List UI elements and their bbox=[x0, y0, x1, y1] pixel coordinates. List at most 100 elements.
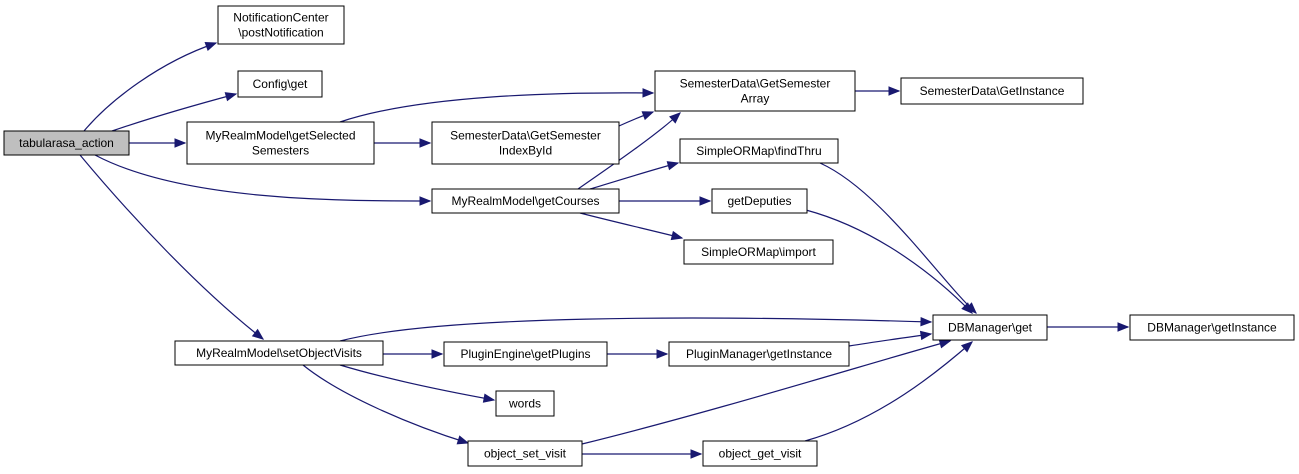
node-label: object_get_visit bbox=[719, 447, 802, 461]
node-myrealm-setobjectvisits[interactable]: MyRealmModel\setObjectVisits bbox=[174, 340, 384, 366]
call-edge-MyRealm_setObjectVisits-to-DBManager_get bbox=[339, 316, 933, 342]
node-words[interactable]: words bbox=[495, 390, 555, 417]
call-edge-tabularasa_action-to-NotificationCenter_post bbox=[83, 42, 218, 132]
arrowhead-icon bbox=[431, 349, 444, 359]
arrowhead-icon bbox=[888, 86, 901, 96]
call-edge-MyRealm_getCourses-to-getDeputies bbox=[619, 196, 712, 206]
node-box bbox=[495, 390, 555, 417]
node-object-get-visit[interactable]: object_get_visit bbox=[702, 440, 818, 467]
node-box bbox=[443, 341, 608, 367]
edge-line bbox=[94, 154, 431, 202]
node-dbmanager-get[interactable]: DBManager\get bbox=[932, 314, 1048, 341]
edge-line bbox=[819, 162, 977, 314]
call-edge-MyRealm_getSelectedSemesters-to-SemesterData_GetSemesterIndexById bbox=[374, 138, 432, 148]
edge-line bbox=[339, 317, 932, 342]
call-edge-MyRealm_setObjectVisits-to-words bbox=[339, 364, 496, 403]
edge-line bbox=[339, 92, 654, 123]
call-edge-object_set_visit-to-object_get_visit bbox=[582, 449, 703, 459]
arrowhead-icon bbox=[419, 196, 432, 206]
edge-line bbox=[79, 154, 264, 340]
arrowhead-icon bbox=[1117, 322, 1130, 332]
arrowhead-icon bbox=[656, 349, 669, 359]
edge-line bbox=[579, 212, 683, 239]
arrowhead-icon bbox=[690, 449, 703, 459]
call-edge-DBManager_get-to-DBManager_getInstance bbox=[1047, 322, 1130, 332]
node-label: object_set_visit bbox=[484, 447, 567, 461]
node-label: DBManager\get bbox=[948, 321, 1033, 335]
node-label: PluginEngine\getPlugins bbox=[460, 347, 590, 361]
node-label: MyRealmModel\getSelected bbox=[205, 129, 355, 143]
node-box bbox=[679, 138, 839, 164]
node-box bbox=[237, 70, 323, 98]
node-label: Config\get bbox=[253, 77, 308, 91]
call-edge-PluginManager_getInstance-to-DBManager_get bbox=[848, 330, 933, 347]
node-label: tabularasa_action bbox=[19, 136, 114, 150]
node-pluginmanager-getinstance[interactable]: PluginManager\getInstance bbox=[668, 341, 850, 367]
arrowhead-icon bbox=[961, 302, 973, 314]
node-box bbox=[654, 70, 856, 112]
edge-line bbox=[83, 42, 217, 132]
arrowhead-icon bbox=[669, 112, 681, 124]
call-edge-SimpleORMap_findThru-to-DBManager_get bbox=[819, 162, 977, 314]
node-box bbox=[900, 77, 1084, 105]
node-label: SemesterData\GetInstance bbox=[920, 84, 1065, 98]
call-edge-SemesterData_GetSemesterIndexById-to-SemesterData_GetSemesterArray bbox=[618, 111, 655, 127]
node-object-set-visit[interactable]: object_set_visit bbox=[467, 440, 583, 467]
node-label: DBManager\getInstance bbox=[1147, 321, 1277, 335]
call-edge-MyRealm_getCourses-to-SimpleORMap_import bbox=[579, 212, 684, 241]
node-notificationcenter-post[interactable]: NotificationCenter\postNotification bbox=[217, 5, 345, 45]
node-simpleormap-findthru[interactable]: SimpleORMap\findThru bbox=[679, 138, 839, 164]
node-box bbox=[1129, 314, 1295, 341]
arrowhead-icon bbox=[456, 435, 470, 445]
node-box bbox=[3, 130, 130, 156]
edge-line bbox=[111, 93, 237, 132]
call-edge-tabularasa_action-to-Config_get bbox=[111, 92, 238, 132]
node-label: \postNotification bbox=[238, 26, 323, 40]
node-tabularasa-action[interactable]: tabularasa_action bbox=[3, 130, 130, 156]
node-getdeputies[interactable]: getDeputies bbox=[711, 188, 808, 214]
node-box bbox=[702, 440, 818, 467]
edge-line bbox=[589, 162, 679, 190]
call-edge-MyRealm_getSelectedSemesters-to-SemesterData_GetSemesterArray bbox=[339, 88, 655, 123]
node-label: Array bbox=[741, 92, 770, 106]
node-label: SimpleORMap\import bbox=[701, 245, 816, 259]
arrowhead-icon bbox=[919, 330, 933, 341]
node-myrealm-getcourses[interactable]: MyRealmModel\getCourses bbox=[431, 188, 620, 214]
node-label: Semesters bbox=[252, 144, 309, 158]
call-edge-SemesterData_GetSemesterArray-to-SemesterData_GetInstance bbox=[855, 86, 901, 96]
node-box bbox=[174, 340, 384, 366]
edge-line bbox=[805, 209, 973, 314]
node-label: NotificationCenter bbox=[233, 11, 328, 25]
call-edge-object_get_visit-to-DBManager_get bbox=[804, 341, 974, 442]
node-box bbox=[683, 239, 834, 265]
node-semesterdata-getinstance[interactable]: SemesterData\GetInstance bbox=[900, 77, 1084, 105]
arrowhead-icon bbox=[174, 138, 187, 148]
node-config-get[interactable]: Config\get bbox=[237, 70, 323, 98]
node-label: SemesterData\GetSemester bbox=[680, 77, 831, 91]
arrowhead-icon bbox=[204, 42, 218, 51]
arrowhead-icon bbox=[920, 316, 933, 327]
node-pluginengine-getplugins[interactable]: PluginEngine\getPlugins bbox=[443, 341, 608, 367]
edge-line bbox=[804, 341, 973, 442]
call-edge-tabularasa_action-to-MyRealm_getSelectedSemesters bbox=[129, 138, 187, 148]
call-graph-edges bbox=[79, 42, 1130, 459]
arrowhead-icon bbox=[938, 339, 952, 349]
arrowhead-icon bbox=[642, 88, 655, 98]
node-simpleormap-import[interactable]: SimpleORMap\import bbox=[683, 239, 834, 265]
arrowhead-icon bbox=[666, 161, 680, 171]
node-dbmanager-getinstance[interactable]: DBManager\getInstance bbox=[1129, 314, 1295, 341]
call-edge-MyRealm_setObjectVisits-to-PluginEngine_getPlugins bbox=[383, 349, 444, 359]
edge-line bbox=[302, 364, 469, 444]
arrowhead-icon bbox=[699, 196, 712, 206]
node-label: MyRealmModel\setObjectVisits bbox=[196, 346, 362, 360]
call-edge-MyRealm_getCourses-to-SemesterData_GetSemesterArray bbox=[577, 112, 681, 190]
call-edge-getDeputies-to-DBManager_get bbox=[805, 209, 973, 314]
node-label: IndexById bbox=[499, 144, 552, 158]
node-box bbox=[467, 440, 583, 467]
node-box bbox=[186, 121, 375, 165]
node-label: words bbox=[508, 397, 541, 411]
